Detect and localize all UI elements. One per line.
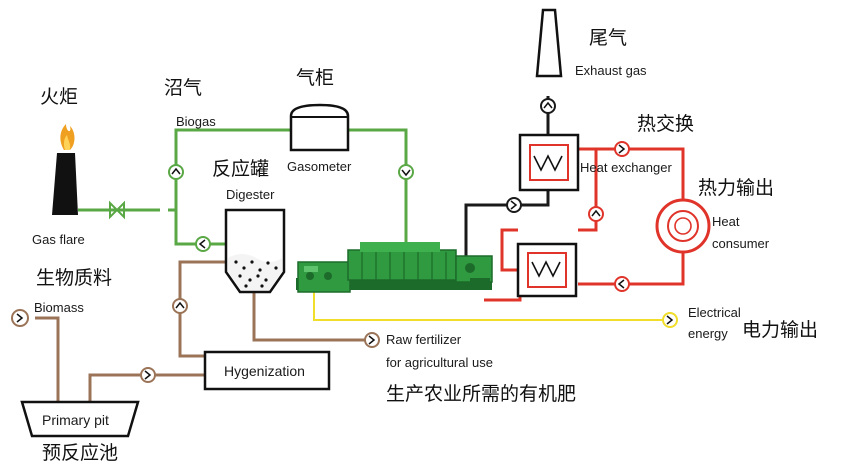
biomass-en-label: Biomass (34, 300, 84, 315)
power-output-cn-label: 电力输出 (742, 319, 818, 341)
exhaust-en-label: Exhaust gas (575, 63, 647, 78)
biomass-cn-label: 生物质料 (36, 267, 112, 289)
labels: 火炬 沼气 Biogas 气柜 Gasometer 反应罐 Digester G… (32, 27, 818, 464)
biogas-en-label: Biogas (176, 114, 216, 129)
pump-arrow-icon (662, 312, 678, 328)
pump-arrow-icon (195, 236, 211, 252)
exhaust-stack-icon (535, 8, 563, 78)
primary-pit-cn-label: 预反应池 (42, 442, 118, 464)
heat-consumer-label: Heat (712, 214, 740, 229)
pump-arrow-icon (172, 298, 188, 314)
pump-arrow-icon (614, 141, 630, 157)
heat-consumer-coil-icon (655, 198, 711, 254)
pump-arrow-icon (540, 98, 556, 114)
heat-output-cn-label: 热力输出 (698, 177, 774, 199)
digester-cn-label: 反应罐 (212, 158, 269, 180)
gasometer-cn-label: 气柜 (296, 67, 334, 89)
engine-icon (296, 242, 493, 293)
heat-exchanger-icon (518, 133, 580, 192)
exhaust-cn-label: 尾气 (589, 27, 627, 49)
pump-arrow-icon (506, 197, 522, 213)
electrical-label: Electrical (688, 305, 741, 320)
hygenization-unit (203, 350, 331, 391)
heat-exchange-cn-label: 热交换 (637, 113, 694, 135)
chimney-icon (52, 153, 78, 215)
electrical-sub-label: energy (688, 326, 728, 341)
flame-icon (60, 124, 75, 150)
flame-core-icon (63, 135, 71, 150)
pump-arrow-icon (140, 367, 156, 383)
valve-icon (109, 200, 125, 220)
digester-tank-icon (224, 208, 286, 294)
pump-arrow-icon (588, 206, 604, 222)
raw-fertilizer-sub-label: for agricultural use (386, 355, 493, 370)
heat-exchanger-lower-icon (516, 242, 578, 298)
hygenization-label: Hygenization (224, 363, 305, 379)
heat-consumer-sub-label: consumer (712, 236, 770, 251)
heat-exchanger-en-label: Heat exchanger (580, 160, 672, 175)
pump-arrow-icon (168, 164, 184, 180)
raw-fertilizer-label: Raw fertilizer (386, 332, 462, 347)
biogas-cn-label: 沼气 (164, 77, 202, 99)
primary-pit (20, 400, 140, 438)
pump-arrow-icon (11, 309, 29, 327)
gas-flare-label: Gas flare (32, 232, 85, 247)
fertilizer-cn-label: 生产农业所需的有机肥 (386, 383, 576, 405)
pump-arrow-icon (364, 332, 380, 348)
gasometer (289, 103, 350, 152)
electrical-line (313, 286, 664, 321)
hot-water-pipes (484, 147, 685, 302)
flare-cn-label: 火炬 (40, 86, 78, 108)
pump-arrow-icon (614, 276, 630, 292)
flow-markers (11, 98, 678, 383)
pump-arrow-icon (398, 164, 414, 180)
digester-en-label: Digester (226, 187, 275, 202)
gas-flare (52, 124, 78, 215)
primary-pit-label: Primary pit (42, 412, 109, 428)
gasometer-en-label: Gasometer (287, 159, 352, 174)
